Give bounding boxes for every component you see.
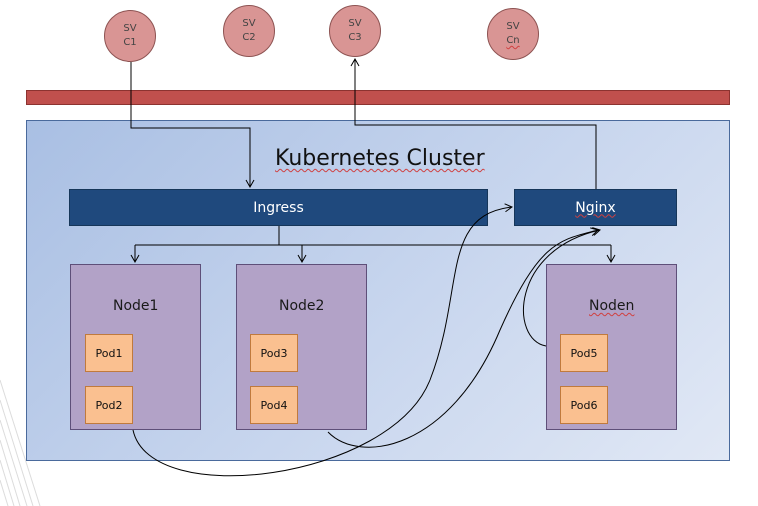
service-cn-line1: SV [506,21,520,32]
service-c3-line1: SV [348,18,362,29]
nginx-label: Nginx [575,199,616,216]
pod-1-label: Pod1 [95,346,123,360]
node-2-label: Node2 [279,298,325,314]
node-1: Node1 Pod1 Pod2 [70,264,201,430]
node-1-label: Node1 [113,298,159,314]
service-c3-line2: C3 [348,32,362,43]
service-c2-line1: SV [242,18,256,29]
node-n: Noden Pod5 Pod6 [546,264,677,430]
pod-5-label: Pod5 [570,346,598,360]
ingress-bar: Ingress [69,189,488,226]
node-2: Node2 Pod3 Pod4 [236,264,367,430]
pod-6: Pod6 [560,386,608,424]
pod-4-label: Pod4 [260,398,288,412]
arrow-nginx-to-c3 [350,57,597,189]
node-n-label: Noden [589,298,635,314]
pod-2: Pod2 [85,386,133,424]
arrow-pod5-to-nginx [523,227,601,347]
service-cn: SV Cn [487,8,539,60]
cluster-title: Kubernetes Cluster [275,146,485,171]
ingress-label: Ingress [253,199,304,216]
pod-3: Pod3 [250,334,298,372]
pod-5: Pod5 [560,334,608,372]
service-cn-line2: Cn [506,35,520,46]
nginx-bar: Nginx [514,189,677,226]
external-network-bar [26,90,730,105]
arrow-c1-to-ingress [130,62,255,189]
pod-2-label: Pod2 [95,398,123,412]
arrow-pod2-to-nginx [132,203,514,477]
pod-3-label: Pod3 [260,346,288,360]
pod-1: Pod1 [85,334,133,372]
service-c1-line2: C1 [123,37,137,48]
arrow-pod4-to-nginx [327,227,599,448]
pod-6-label: Pod6 [570,398,598,412]
service-c1: SV C1 [104,10,156,62]
service-c3: SV C3 [329,5,381,57]
pod-4: Pod4 [250,386,298,424]
service-c2: SV C2 [223,5,275,57]
service-c1-line1: SV [123,23,137,34]
service-c2-line2: C2 [242,32,256,43]
